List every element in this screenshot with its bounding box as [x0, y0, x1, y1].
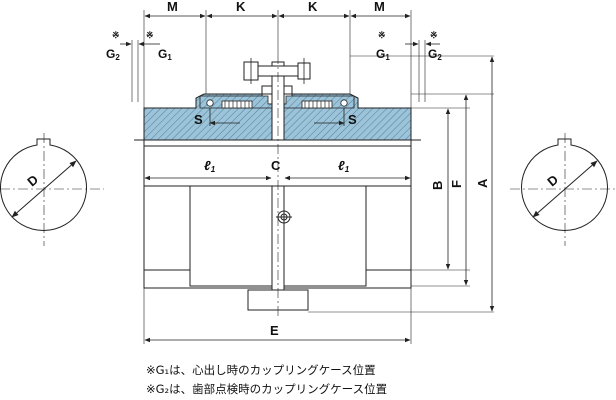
left-shaft-view — [0, 133, 104, 246]
left-hub-body — [143, 185, 191, 271]
label-b: B — [430, 181, 445, 190]
label-e: E — [270, 323, 279, 338]
mark-g2-right: ※ — [430, 30, 438, 40]
dim-s — [209, 108, 345, 126]
label-k-right: K — [308, 0, 318, 14]
label-k-left: K — [236, 0, 246, 14]
coupling-body — [143, 139, 412, 311]
right-sleeve-body — [283, 185, 367, 287]
mark-g1-right: ※ — [378, 30, 386, 40]
coupling-section — [143, 58, 412, 141]
note-g1: ※G₁は、心出し時のカップリングケース位置 — [146, 363, 376, 377]
right-shaft-view — [510, 133, 616, 246]
right-seal — [340, 99, 348, 107]
label-m-left: M — [167, 0, 178, 14]
label-f: F — [449, 180, 464, 188]
dim-vertical — [308, 55, 494, 313]
note-g2: ※G₂は、歯部点検時のカップリングケース位置 — [146, 382, 388, 396]
dim-e — [143, 288, 412, 344]
label-m-right: M — [374, 0, 385, 14]
mark-g1-left: ※ — [146, 30, 154, 40]
label-a: A — [475, 178, 490, 188]
label-g2-right: G2 — [428, 47, 442, 62]
left-seal — [206, 99, 214, 107]
label-g1-left: G1 — [158, 47, 172, 62]
label-c: C — [271, 158, 281, 173]
mark-g2-left: ※ — [112, 30, 120, 40]
extension-lines — [131, 10, 426, 108]
left-sleeve-body — [189, 185, 273, 287]
label-l1-left: ℓ1 — [204, 158, 216, 174]
label-g2-left: G2 — [106, 47, 120, 62]
label-g1-right: G1 — [376, 47, 390, 62]
label-s-right: S — [348, 112, 357, 127]
right-hub-body — [365, 185, 412, 271]
label-l1-right: ℓ1 — [338, 158, 350, 174]
label-s-left: S — [194, 112, 203, 127]
